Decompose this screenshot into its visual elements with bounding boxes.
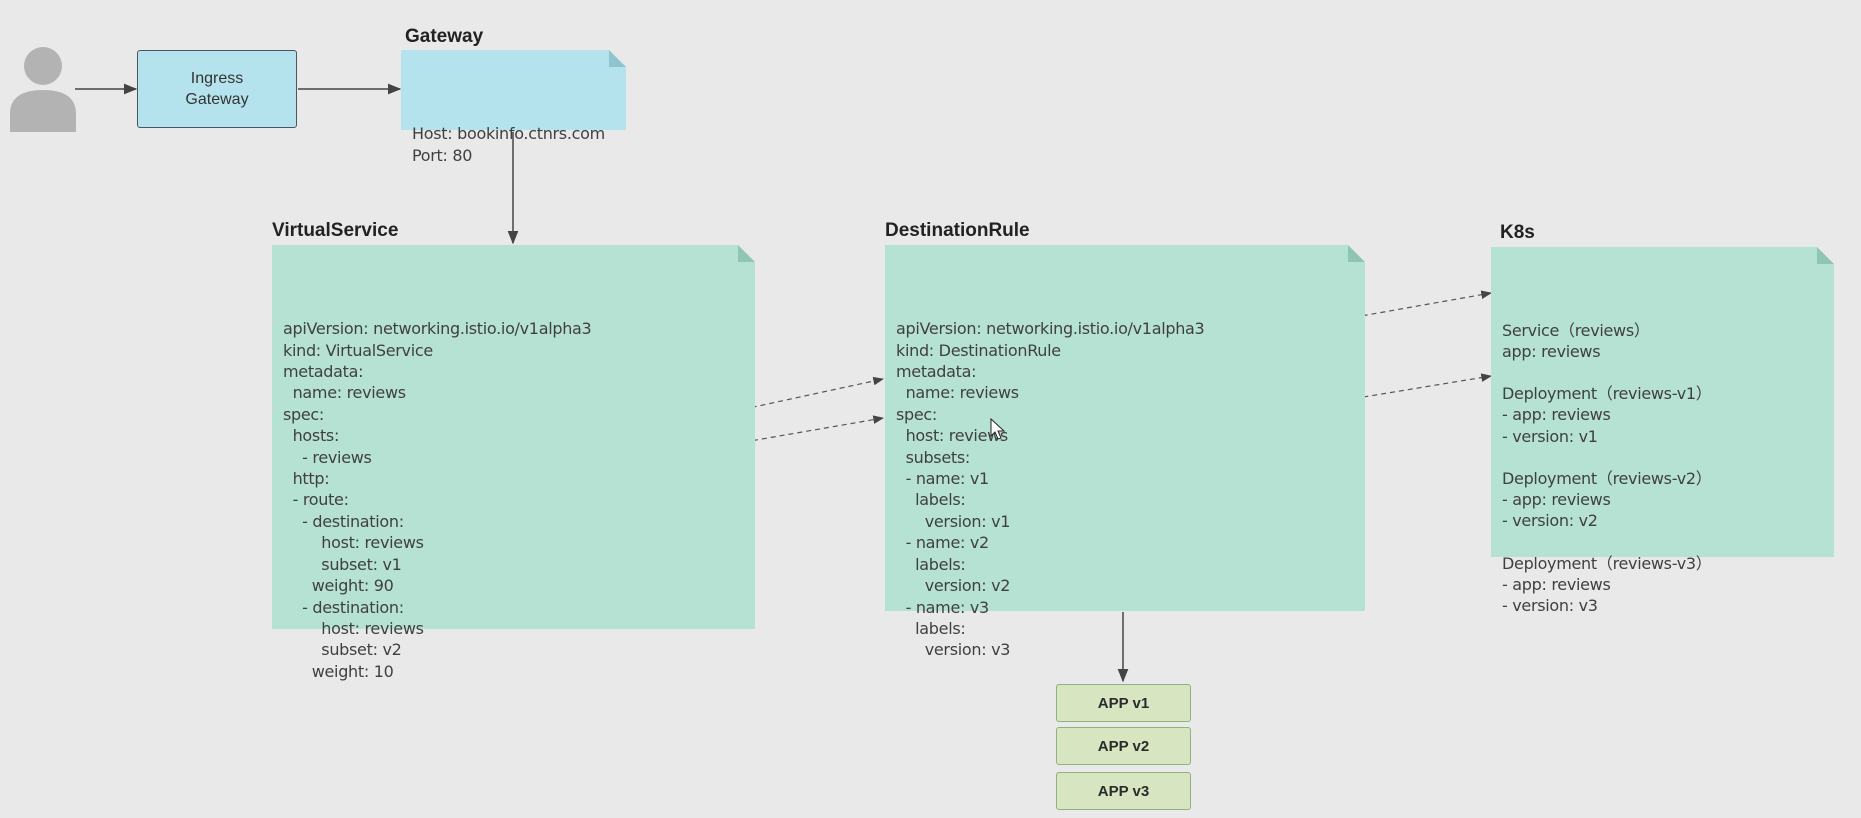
app-v3-box: APP v3 [1056,772,1191,810]
fold-corner [609,50,626,67]
gateway-text: Host: bookinfo.ctnrs.com Port: 80 [412,124,605,165]
destinationrule-title: DestinationRule [885,220,1030,241]
virtualservice-yaml: apiVersion: networking.istio.io/v1alpha3… [283,319,592,681]
user-icon [10,47,76,132]
gateway-note: Host: bookinfo.ctnrs.com Port: 80 [401,50,626,165]
fold-corner [738,245,755,262]
dashed-arrow-version-to-deployment-v1 [1016,373,1493,455]
destinationrule-note: apiVersion: networking.istio.io/v1alpha3… [885,245,1365,659]
virtualservice-title: VirtualService [272,220,399,241]
app-v1-box: APP v1 [1056,684,1191,722]
gateway-title: Gateway [405,26,484,47]
k8s-title: K8s [1500,222,1535,243]
virtualservice-note: apiVersion: networking.istio.io/v1alpha3… [272,245,755,681]
app-v2-box: APP v2 [1056,727,1191,765]
fold-corner [1348,245,1365,262]
k8s-note: Service（reviews） app: reviews Deployment… [1491,247,1834,615]
ingress-gateway-box: Ingress Gateway [137,50,297,128]
mouse-cursor-icon [990,418,1006,440]
fold-corner [1817,247,1834,264]
k8s-text: Service（reviews） app: reviews Deployment… [1502,320,1712,616]
destinationrule-yaml: apiVersion: networking.istio.io/v1alpha3… [896,319,1205,660]
ingress-label-line2: Gateway [185,91,249,108]
ingress-label-line1: Ingress [190,70,244,87]
